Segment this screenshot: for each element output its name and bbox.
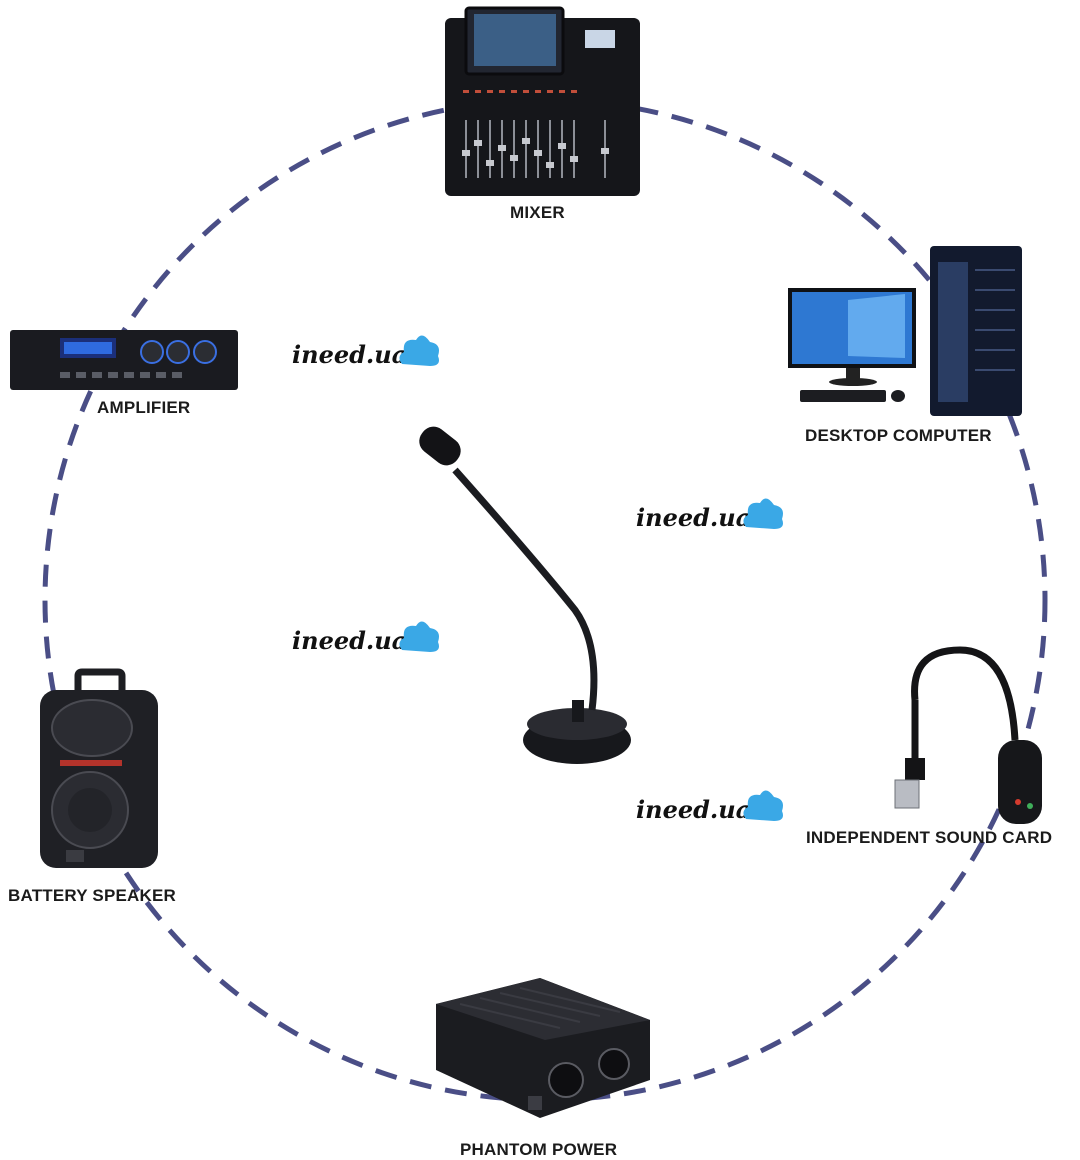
independent-sound-card-label: INDEPENDENT SOUND CARD	[806, 828, 1053, 847]
gooseneck-microphone-icon	[419, 426, 631, 764]
desktop-computer-label: DESKTOP COMPUTER	[805, 426, 992, 445]
connection-ring	[42, 97, 1048, 1103]
watermark-logo: ineed.ua	[292, 335, 439, 369]
cloud-icon	[743, 790, 783, 821]
battery-speaker-label: BATTERY SPEAKER	[8, 886, 176, 905]
phantom-power-icon	[436, 978, 650, 1118]
cloud-icon	[399, 621, 439, 652]
cloud-icon	[399, 335, 439, 366]
watermark-logo: ineed.ua	[636, 790, 783, 824]
battery-speaker-icon	[40, 668, 158, 868]
desktop-computer-icon	[788, 246, 1022, 416]
watermark-logo: ineed.ua	[292, 621, 439, 655]
mixer-icon	[445, 6, 640, 196]
watermark-text: ineed.ua	[292, 626, 408, 655]
watermark-text: ineed.ua	[292, 340, 408, 369]
watermark-logo: ineed.ua	[636, 498, 783, 532]
usb-sound-card-icon	[894, 646, 1042, 824]
phantom-power-label: PHANTOM POWER	[460, 1140, 618, 1159]
amplifier-icon	[10, 330, 238, 390]
cloud-icon	[743, 498, 783, 529]
watermark-text: ineed.ua	[636, 503, 752, 532]
mixer-label: MIXER	[510, 203, 565, 222]
watermark-text: ineed.ua	[636, 795, 752, 824]
amplifier-label: AMPLIFIER	[97, 398, 191, 417]
